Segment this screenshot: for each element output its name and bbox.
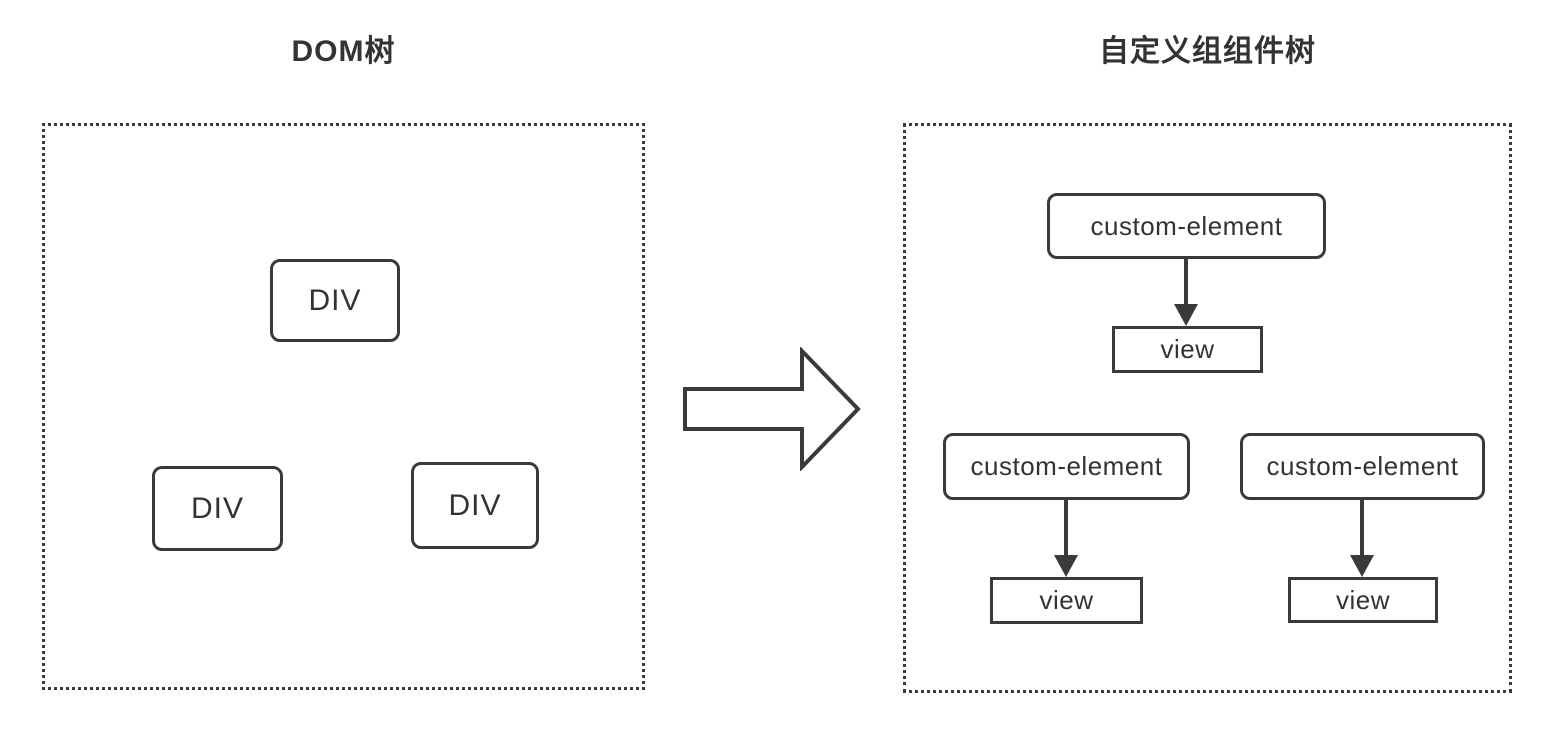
custom-element-node-top: custom-element [1047, 193, 1326, 259]
component-tree-title: 自定义组组件树 [1099, 35, 1316, 68]
dom-tree-container [42, 123, 645, 690]
view-node-bottom-right: view [1288, 577, 1438, 623]
dom-tree-title: DOM树 [291, 35, 396, 68]
arrow-down-connector-bottom-left [1064, 500, 1068, 555]
custom-element-node-bottom-left: custom-element [943, 433, 1190, 500]
dom-node-div-bottom-left: DIV [152, 466, 283, 551]
component-tree-container [903, 123, 1512, 693]
dom-node-div-top: DIV [270, 259, 400, 342]
right-arrow-icon [682, 347, 862, 471]
dom-node-div-bottom-right: DIV [411, 462, 539, 549]
arrow-down-connector-top [1184, 259, 1188, 304]
view-node-bottom-left: view [990, 577, 1143, 624]
arrow-down-connector-bottom-right [1360, 500, 1364, 555]
view-node-top: view [1112, 326, 1263, 373]
custom-element-node-bottom-right: custom-element [1240, 433, 1485, 500]
